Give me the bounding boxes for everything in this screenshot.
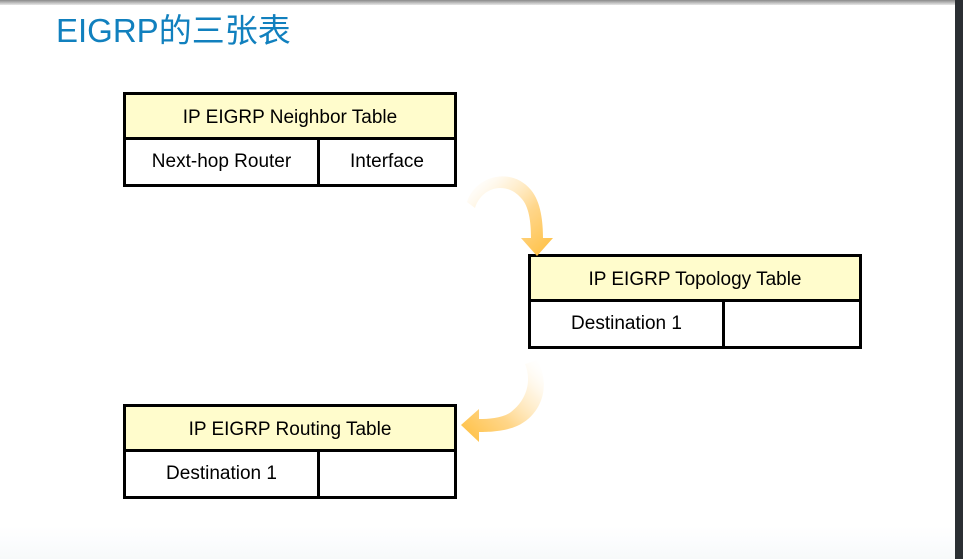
table-neighbor-row: Next-hop Router Interface — [126, 140, 454, 184]
table-routing-header: IP EIGRP Routing Table — [126, 407, 454, 452]
window-right-bar — [955, 0, 963, 559]
table-topology-header: IP EIGRP Topology Table — [531, 257, 859, 302]
table-topology: IP EIGRP Topology Table Destination 1 — [528, 254, 862, 349]
table-topology-row: Destination 1 — [531, 302, 859, 346]
table-routing: IP EIGRP Routing Table Destination 1 — [123, 404, 457, 499]
table-neighbor: IP EIGRP Neighbor Table Next-hop Router … — [123, 92, 457, 187]
table-routing-cell-1 — [320, 452, 454, 496]
window-top-bar — [0, 0, 963, 5]
table-neighbor-cell-0: Next-hop Router — [126, 140, 320, 184]
slide-bottom-band — [0, 526, 955, 559]
arrow-neighbor-to-topology-icon — [467, 176, 553, 256]
table-topology-cell-0: Destination 1 — [531, 302, 725, 346]
table-neighbor-header: IP EIGRP Neighbor Table — [126, 95, 454, 140]
table-routing-cell-0: Destination 1 — [126, 452, 320, 496]
table-topology-cell-1 — [725, 302, 859, 346]
arrow-topology-to-routing-icon — [461, 360, 544, 442]
page-title: EIGRP的三张表 — [56, 12, 291, 49]
table-routing-row: Destination 1 — [126, 452, 454, 496]
table-neighbor-cell-1: Interface — [320, 140, 454, 184]
